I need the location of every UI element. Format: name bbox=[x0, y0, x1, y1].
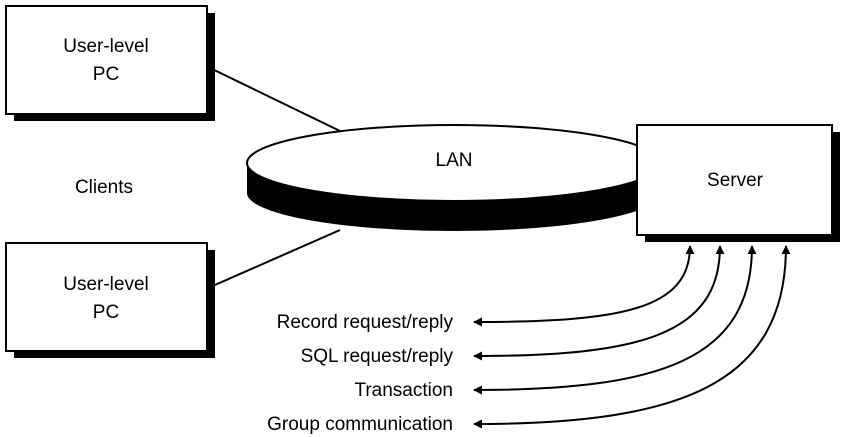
pc-top-line1: User-level bbox=[63, 36, 149, 57]
arrow-sql-request bbox=[473, 245, 725, 361]
pc-box-bottom: User-level PC bbox=[5, 242, 215, 358]
pc-bottom-line2: PC bbox=[93, 302, 119, 323]
label-sql-request: SQL request/reply bbox=[301, 346, 454, 367]
clients-label: Clients bbox=[75, 177, 133, 198]
arrow-record-request bbox=[473, 245, 695, 327]
arrow-group-communication bbox=[473, 245, 791, 429]
server-box: Server bbox=[636, 124, 840, 242]
link-top-pc-to-lan bbox=[207, 66, 341, 132]
lan-label: LAN bbox=[436, 150, 473, 171]
pc-top-line2: PC bbox=[93, 64, 119, 85]
label-transaction: Transaction bbox=[354, 380, 453, 401]
label-group-communication: Group communication bbox=[267, 414, 453, 435]
label-record-request: Record request/reply bbox=[277, 312, 454, 333]
lan-disk: LAN bbox=[246, 124, 662, 231]
server-label: Server bbox=[707, 170, 764, 191]
pc-box-top: User-level PC bbox=[5, 5, 215, 121]
arrow-transaction bbox=[473, 245, 757, 395]
link-bottom-pc-to-lan bbox=[207, 229, 341, 289]
pc-bottom-line1: User-level bbox=[63, 274, 149, 295]
